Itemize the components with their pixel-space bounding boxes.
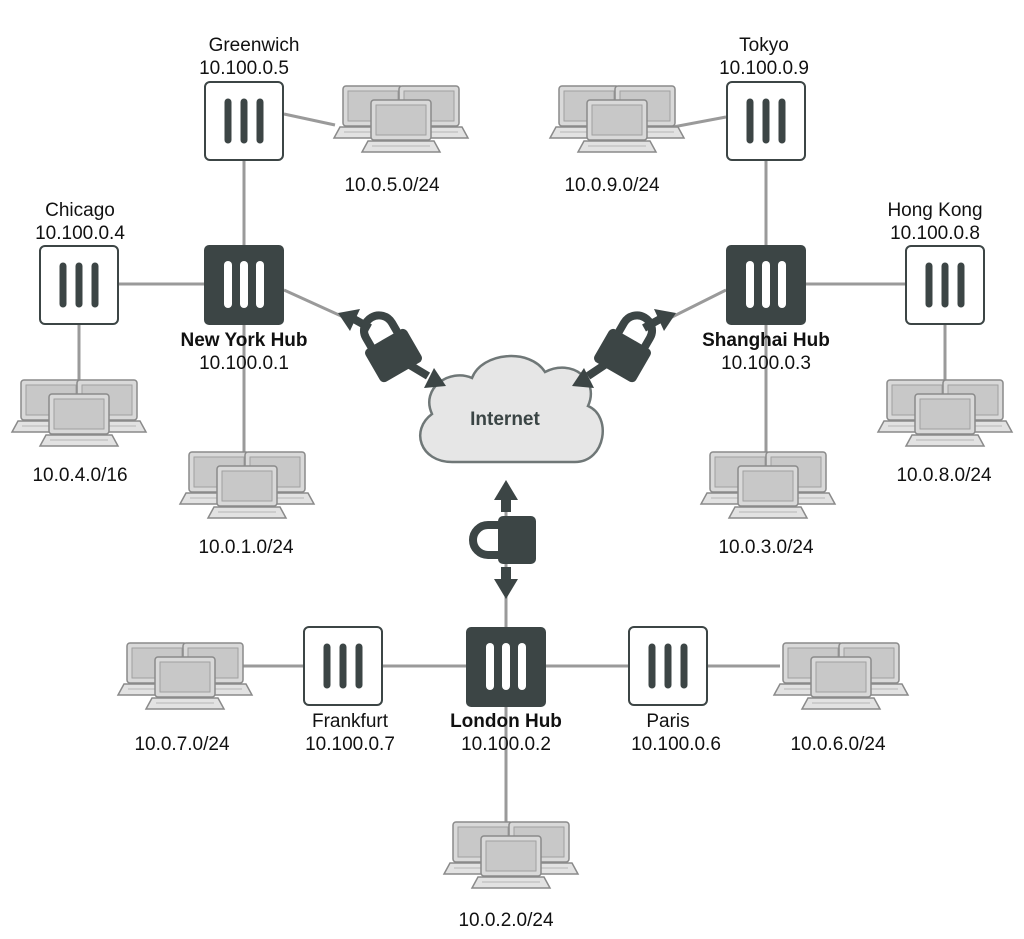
lock-icon	[473, 516, 536, 564]
laptops-icon	[444, 822, 578, 888]
subnet-label: 10.0.6.0/24	[790, 734, 886, 755]
subnet-label: 10.0.8.0/24	[896, 465, 992, 486]
link-shanghai-internet	[669, 288, 727, 320]
arrow-up-icon	[494, 480, 518, 500]
arrow-up-left-icon	[338, 309, 360, 331]
site-name: Chicago	[45, 200, 115, 221]
hub-name: London Hub	[450, 711, 562, 732]
hub-new-york: New York Hub 10.100.0.1	[180, 245, 308, 374]
site-ip: 10.100.0.8	[890, 223, 980, 244]
site-ip: 10.100.0.9	[719, 58, 809, 79]
subnet-label: 10.0.9.0/24	[564, 175, 660, 196]
lan-london: 10.0.2.0/24	[444, 822, 578, 931]
arrow-up-right-icon	[654, 309, 676, 331]
laptops-icon	[701, 452, 835, 518]
lock-icon	[592, 305, 665, 384]
site-name: Paris	[646, 711, 689, 732]
lan-chicago: 10.0.4.0/16	[12, 380, 146, 486]
laptops-icon	[878, 380, 1012, 446]
hub-shanghai: Shanghai Hub 10.100.0.3	[702, 245, 830, 374]
lan-shanghai: 10.0.3.0/24	[701, 452, 835, 558]
lan-new-york: 10.0.1.0/24	[180, 452, 314, 558]
subnet-label: 10.0.4.0/16	[32, 465, 127, 486]
hub-ip: 10.100.0.1	[199, 353, 289, 374]
laptops-icon	[180, 452, 314, 518]
hub-ip: 10.100.0.3	[721, 353, 811, 374]
hub-london: London Hub 10.100.0.2	[450, 627, 562, 755]
site-paris: Paris 10.100.0.6	[628, 626, 721, 755]
site-name: Hong Kong	[887, 200, 982, 221]
link-newyork-internet	[283, 288, 351, 322]
lan-hong-kong: 10.0.8.0/24	[878, 380, 1012, 486]
cloud-icon	[419, 354, 604, 464]
laptops-icon	[334, 86, 468, 152]
site-name: Greenwich	[209, 35, 300, 56]
site-name: Frankfurt	[312, 711, 389, 732]
tunnel-newyork	[338, 305, 446, 388]
site-ip: 10.100.0.5	[199, 58, 289, 79]
arrow-down-left-icon	[572, 368, 594, 388]
site-hong-kong: Hong Kong 10.100.0.8	[887, 200, 985, 325]
arrow-down-right-icon	[424, 368, 446, 388]
hub-name: Shanghai Hub	[702, 330, 830, 351]
site-frankfurt: Frankfurt 10.100.0.7	[303, 626, 395, 755]
site-chicago: Chicago 10.100.0.4	[35, 200, 125, 325]
site-ip: 10.100.0.7	[305, 734, 395, 755]
site-name: Tokyo	[739, 35, 789, 56]
site-greenwich: Greenwich 10.100.0.5	[199, 35, 300, 161]
laptops-icon	[118, 643, 252, 709]
lan-tokyo: 10.0.9.0/24	[550, 86, 684, 196]
subnet-label: 10.0.7.0/24	[134, 734, 230, 755]
internet-cloud: Internet	[419, 354, 604, 464]
tunnel-shanghai	[572, 305, 676, 388]
site-ip: 10.100.0.6	[631, 734, 721, 755]
subnet-label: 10.0.1.0/24	[198, 537, 294, 558]
laptops-icon	[550, 86, 684, 152]
laptops-icon	[774, 643, 908, 709]
link-greenwich-lan	[283, 112, 336, 127]
subnet-label: 10.0.2.0/24	[458, 910, 554, 931]
link-tokyo-lan	[672, 115, 727, 129]
laptops-icon	[12, 380, 146, 446]
hub-name: New York Hub	[180, 330, 307, 351]
lan-frankfurt: 10.0.7.0/24	[118, 643, 252, 755]
site-ip: 10.100.0.4	[35, 223, 125, 244]
subnet-label: 10.0.3.0/24	[718, 537, 814, 558]
lock-icon	[351, 305, 424, 384]
cloud-label: Internet	[470, 409, 540, 430]
site-tokyo: Tokyo 10.100.0.9	[719, 35, 809, 161]
hub-ip: 10.100.0.2	[461, 734, 551, 755]
lan-greenwich: 10.0.5.0/24	[334, 86, 468, 196]
arrow-down-icon	[494, 579, 518, 599]
lan-paris: 10.0.6.0/24	[774, 643, 908, 755]
subnet-label: 10.0.5.0/24	[344, 175, 440, 196]
tunnel-london	[473, 480, 536, 599]
